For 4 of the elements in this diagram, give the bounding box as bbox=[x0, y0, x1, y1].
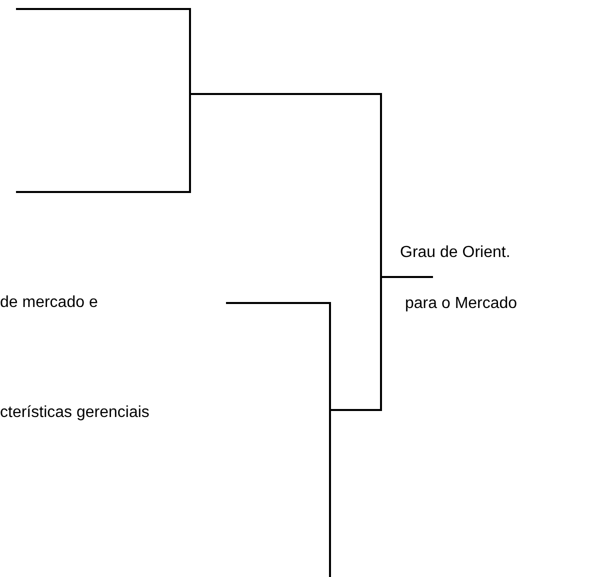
label-text: de mercado e bbox=[0, 293, 98, 313]
label-text: Grau de Orient. bbox=[400, 243, 510, 263]
label-text: para o Mercado bbox=[405, 294, 518, 314]
label-text: cterísticas gerenciais bbox=[0, 403, 150, 423]
